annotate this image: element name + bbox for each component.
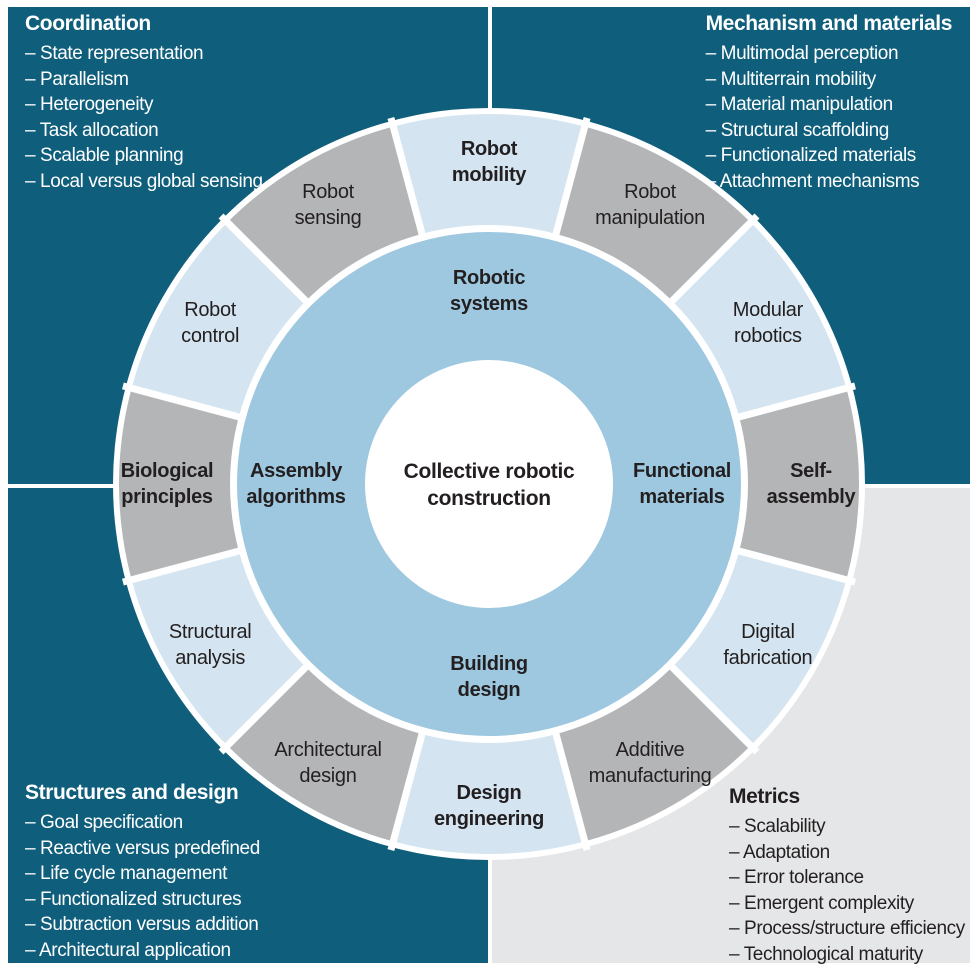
outer-segment-label: Architectural design <box>274 738 382 787</box>
outer-segment <box>556 126 751 301</box>
panel-structures-and-design: Structures and design – Goal specificati… <box>25 781 260 963</box>
segment-divider <box>218 213 315 310</box>
outer-segment-label: Structural analysis <box>168 621 252 669</box>
panel-list-item: – Life cycle management <box>25 863 228 884</box>
panel-list-item: – Architectural application <box>25 939 231 961</box>
segment-divider <box>218 658 315 755</box>
segment-divider <box>729 382 856 423</box>
panel-list-item: – Multimodal perception <box>705 43 899 64</box>
outer-segment <box>739 388 859 580</box>
panel-list-item: – Scalable planning <box>25 145 184 166</box>
panel-coordination: Coordination – State representation – Par… <box>25 12 263 194</box>
outer-segment-label: Robot sensing <box>294 181 362 230</box>
panel-list-item: – Scalability <box>729 816 826 837</box>
panel-list-item: – Adaptation <box>729 841 830 863</box>
panel-list: – Scalability – Adaptation – Error toleran… <box>729 814 965 967</box>
panel-list-item: – Functionalized structures <box>25 888 242 910</box>
inner-ring-label: Functional materials <box>632 460 732 508</box>
segment-divider <box>122 545 249 586</box>
inner-ring-label: Assembly algorithms <box>246 460 346 508</box>
outer-segment <box>227 667 422 842</box>
panel-list: – Multimodal perception – Multiterrain mo… <box>706 41 952 194</box>
segment-divider <box>729 545 856 586</box>
panel-list-item: – Structural scaffolding <box>705 119 890 141</box>
panel-list: – Goal specification – Reactive versus pr… <box>25 810 260 963</box>
outer-segment <box>131 222 306 417</box>
outer-segment-label: Digital fabrication <box>723 621 813 669</box>
segment-divider <box>663 213 760 310</box>
panel-metrics: Metrics – Scalability – Adaptation – Error… <box>729 785 965 967</box>
panel-list-item: – Attachment mechanisms <box>705 170 920 192</box>
panel-title: Coordination <box>25 12 151 35</box>
outer-segment <box>556 667 751 842</box>
panel-list-item: – Goal specification <box>25 812 183 833</box>
inner-ring-label: Building design <box>450 653 528 701</box>
segment-divider <box>550 724 591 851</box>
panel-list-item: – Reactive versus predefined <box>25 837 260 859</box>
panel-list-item: – Error tolerance <box>729 867 864 888</box>
panel-list-item: – Technological maturity <box>729 943 923 965</box>
segment-divider <box>387 724 428 851</box>
panel-list-item: – Process/structure efficiency <box>729 918 965 939</box>
outer-segment-label: Modular robotics <box>732 299 803 347</box>
outer-segment <box>672 222 847 417</box>
outer-segment-label: Additive manufacturing <box>588 738 712 787</box>
panel-title: Mechanism and materials <box>705 12 953 35</box>
outer-segment <box>393 114 585 234</box>
panel-list-item: – Heterogeneity <box>25 94 154 115</box>
outer-segment <box>119 388 239 580</box>
panel-title: Structures and design <box>25 781 239 804</box>
panel-list-item: – State representation <box>25 43 204 64</box>
segment-divider <box>550 117 591 244</box>
inner-ring-label: Robotic systems <box>450 267 528 315</box>
segment-divider <box>122 382 249 423</box>
panel-mechanism-and-materials: Mechanism and materials – Multimodal per… <box>705 12 953 194</box>
outer-segment-label: Biological principles <box>120 460 214 508</box>
panel-list-item: – Material manipulation <box>705 94 894 115</box>
panel-list-item: – Multiterrain mobility <box>705 68 877 90</box>
panel-list-item: – Task allocation <box>25 119 159 141</box>
panel-list-item: – Parallelism <box>25 68 129 90</box>
panel-title: Metrics <box>729 785 800 808</box>
outer-segment-label: Self- assembly <box>766 460 856 508</box>
center-circle <box>365 360 613 608</box>
outer-segment <box>672 551 847 746</box>
outer-segment <box>227 126 422 301</box>
outer-segment <box>131 551 306 746</box>
outer-segment-label: Robot mobility <box>451 138 527 186</box>
segment-divider <box>387 117 428 244</box>
outer-segment-label: Robot manipulation <box>595 181 705 230</box>
panel-list-item: – Emergent complexity <box>729 892 914 914</box>
outer-segment-label: Design engineering <box>433 782 545 830</box>
outer-segment-label: Robot control <box>181 299 240 347</box>
panel-list-item: – Subtraction versus addition <box>25 914 259 935</box>
panel-list: – State representation – Parallelism – Het… <box>25 41 263 194</box>
panel-list-item: – Functionalized materials <box>705 145 917 166</box>
panel-list-item: – Local versus global sensing <box>25 170 263 192</box>
segment-divider <box>663 658 760 755</box>
center-label: Collective robotic construction <box>403 460 575 510</box>
outer-segment <box>393 734 585 854</box>
